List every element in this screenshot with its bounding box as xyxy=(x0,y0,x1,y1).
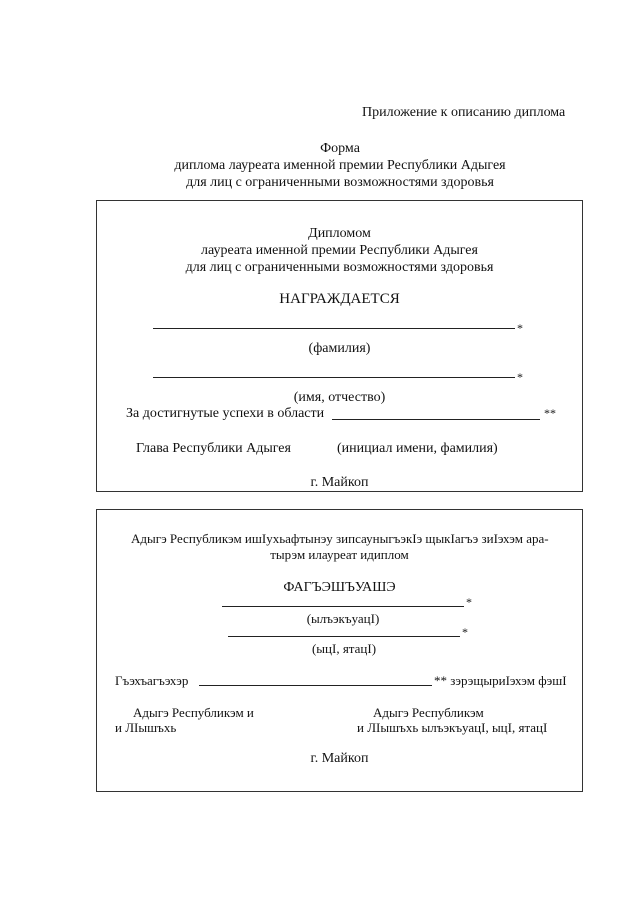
ru-diploma-title-line1: Дипломом xyxy=(308,226,371,241)
form-heading-line2: диплома лауреата именной премии Республи… xyxy=(174,158,506,173)
adyghe-diploma-frame xyxy=(96,509,583,792)
ru-diploma-title-line2: лауреата именной премии Республики Адыге… xyxy=(201,243,478,258)
ru-surname-caption: (фамилия) xyxy=(308,341,371,356)
ad-awarded-heading: ФАГЪЭШЪУАШЭ xyxy=(283,580,396,595)
ad-city: г. Майкоп xyxy=(310,751,369,766)
ad-surname-footnote-mark: * xyxy=(466,595,472,609)
ru-head-label: Глава Республики Адыгея xyxy=(136,441,291,456)
ru-achievement-footnote-mark: ** xyxy=(544,406,556,420)
ru-name-caption: (имя, отчество) xyxy=(293,390,386,405)
ru-awarded-heading: НАГРАЖДАЕТСЯ xyxy=(279,291,400,307)
ru-head-caption: (инициал имени, фамилия) xyxy=(337,441,498,456)
ad-right-signature-line1: Адыгэ Республикэм xyxy=(373,705,484,720)
ad-surname-caption: (ылъэкъуацI) xyxy=(306,611,380,626)
ad-diploma-title-line1: Адыгэ Республикэм ишIухьафтынэу зипсауны… xyxy=(131,531,549,546)
ru-city: г. Майкоп xyxy=(310,475,369,490)
ad-achievement-suffix: ** зэрэщыриIэхэм фэшI xyxy=(434,673,567,688)
ad-name-line xyxy=(228,636,460,637)
ad-achievement-line xyxy=(199,685,432,686)
ad-diploma-title-line2: тырэм илауреат идиплом xyxy=(270,547,409,562)
ru-achievement-line xyxy=(332,419,540,420)
ru-name-line xyxy=(153,377,515,378)
appendix-title: Приложение к описанию диплома xyxy=(362,105,566,120)
russian-diploma-frame xyxy=(96,200,583,492)
ru-surname-line xyxy=(153,328,515,329)
ru-achievement-label: За достигнутые успехи в области xyxy=(126,406,325,421)
ad-left-signature-line1: Адыгэ Республикэм и xyxy=(133,705,254,720)
ad-name-caption: (ыцI, ятацI) xyxy=(311,641,377,656)
form-heading-line1: Форма xyxy=(320,141,360,156)
ru-name-footnote-mark: * xyxy=(517,370,523,384)
ad-name-footnote-mark: * xyxy=(462,625,468,639)
ru-surname-footnote-mark: * xyxy=(517,321,523,335)
ad-left-signature-line2: и ЛIышъхь xyxy=(115,720,177,735)
ru-diploma-title-line3: для лиц с ограниченными возможностями зд… xyxy=(185,260,494,275)
ad-right-signature-line2: и ЛIышъхь ылъэкъуацI, ыцI, ятацI xyxy=(357,720,548,735)
ad-achievement-label: Гъэхъагъэхэр xyxy=(115,673,189,688)
ad-surname-line xyxy=(222,606,464,607)
form-heading-line3: для лиц с ограниченными возможностями зд… xyxy=(186,175,494,190)
